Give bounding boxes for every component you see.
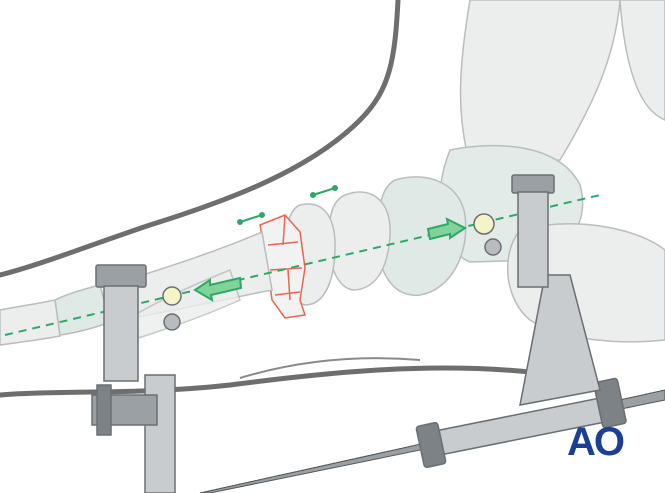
hindfoot-clamp: [473, 174, 601, 406]
sole-crease: [239, 357, 421, 379]
distraction-arrows: [193, 217, 467, 302]
ao-logo: AO: [567, 420, 625, 464]
skin-outline: [0, 0, 665, 398]
forefoot-clamp: [91, 264, 182, 493]
small-arrows: [237, 185, 338, 225]
connecting-rod: [415, 377, 627, 469]
tibia: [459, 0, 665, 166]
